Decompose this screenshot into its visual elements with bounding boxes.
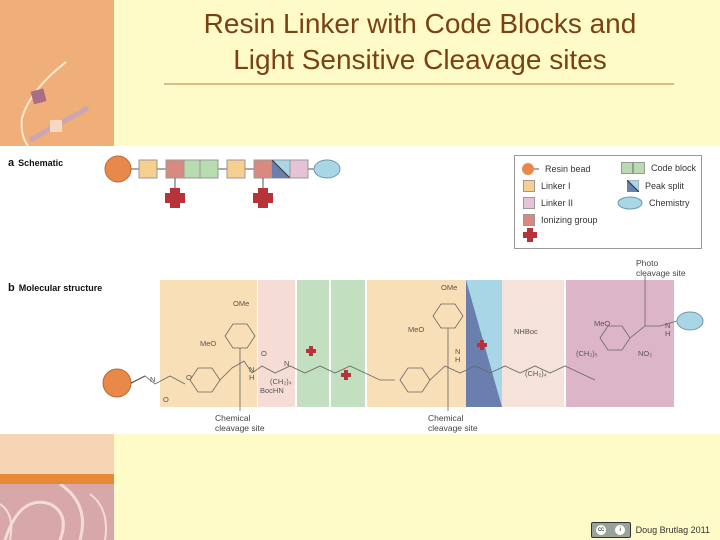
n-label: N xyxy=(150,375,155,384)
n-label: N xyxy=(665,321,670,330)
decorative-curve-icon xyxy=(20,61,90,147)
meo-label: MeO xyxy=(408,325,424,334)
linker-i-region xyxy=(160,280,257,407)
nhboc-label: NHBoc xyxy=(514,327,538,336)
h-label: H xyxy=(665,329,670,338)
linker-ii-region xyxy=(566,280,674,407)
chemical-cleavage-label: cleavage site xyxy=(215,423,265,433)
ionizing-cross-icon xyxy=(253,188,273,208)
resin-bead-icon xyxy=(522,163,539,175)
chemical-cleavage-label: Chemical xyxy=(428,413,464,423)
ionizing-region xyxy=(258,280,295,407)
meo-label: MeO xyxy=(200,339,216,348)
linker-i-swatch xyxy=(523,180,535,192)
ionizing-group-swatch xyxy=(523,214,535,226)
bochn-label: BocHN xyxy=(260,386,284,395)
n-label: N xyxy=(455,347,460,356)
linker-i-block xyxy=(138,159,158,179)
no2-label: NO₂ xyxy=(638,349,652,358)
legend-resin-bead: Resin bead xyxy=(521,162,591,176)
legend-chemistry: Chemistry xyxy=(617,196,690,210)
code-block xyxy=(199,159,219,179)
chemistry-ellipse xyxy=(676,311,704,331)
linker-i-block xyxy=(226,159,246,179)
slide-title: Resin Linker with Code Blocks and Light … xyxy=(160,6,680,78)
chemical-cleavage-label: cleavage site xyxy=(428,423,478,433)
photo-cleavage-label: Photo cleavage site xyxy=(636,258,686,278)
ch2-label: (CH₂)₄ xyxy=(525,369,547,378)
molecular-structure: OMe MeO N O O N H O (CH₂)₄ BocHN N OMe M… xyxy=(102,276,704,433)
n-label: N xyxy=(249,365,254,374)
linker-ii-swatch xyxy=(523,197,535,209)
legend-linker-ii: Linker II xyxy=(523,197,573,209)
chemical-cleavage-label: Chemical xyxy=(215,413,251,423)
title-divider xyxy=(164,83,674,85)
linker-ii-block xyxy=(289,159,309,179)
peak-split-block xyxy=(271,159,291,179)
resin-bead-icon xyxy=(104,155,132,183)
ch2-label: (CH₂)₄ xyxy=(270,377,292,386)
schematic-diagram xyxy=(104,155,341,208)
o-label: O xyxy=(261,349,267,358)
legend-code-block: Code block xyxy=(621,162,696,174)
meo-label: MeO xyxy=(594,319,610,328)
ionizing-group-block xyxy=(165,159,185,179)
ionizing-cross-icon xyxy=(165,188,185,208)
ionizing-group-block xyxy=(253,159,273,179)
o-label: O xyxy=(163,395,169,404)
legend-ionizing-group: Ionizing group xyxy=(523,214,598,226)
ionizing-marks xyxy=(306,340,487,380)
code-block xyxy=(183,159,201,179)
decorative-side-panel xyxy=(0,0,114,147)
resin-bead-icon xyxy=(102,368,132,398)
code-block-region xyxy=(297,280,329,407)
ionizing-region xyxy=(502,280,564,407)
legend: Resin bead Linker I Linker II Ionizing g… xyxy=(514,155,702,249)
title-line-2: Light Sensitive Cleavage sites xyxy=(233,44,607,75)
h-label: H xyxy=(455,355,460,364)
decorative-panel-light xyxy=(0,434,114,474)
ome-label: OMe xyxy=(233,299,249,308)
code-block-region xyxy=(331,280,365,407)
linker-i-region xyxy=(367,280,466,407)
legend-peak-split: Peak split xyxy=(627,180,684,192)
ionizing-cross-icon xyxy=(523,228,537,242)
ionizing-cross-icon xyxy=(306,346,316,356)
chemistry-ellipse xyxy=(617,196,643,210)
title-line-1: Resin Linker with Code Blocks and xyxy=(203,8,637,39)
code-block-swatch xyxy=(621,162,645,174)
h-label: H xyxy=(249,373,254,382)
peak-split-swatch xyxy=(627,180,639,192)
ionizing-cross-icon xyxy=(341,370,351,380)
legend-linker-i: Linker I xyxy=(523,180,571,192)
author-credit: Doug Brutlag 2011 xyxy=(635,525,710,535)
o-label: O xyxy=(186,373,192,382)
ch2-label: (CH₂)₅ xyxy=(576,349,598,358)
n-label: N xyxy=(284,359,289,368)
decorative-texture xyxy=(0,484,114,540)
ome-label: OMe xyxy=(441,283,457,292)
chemistry-ellipse xyxy=(313,159,341,179)
ionizing-cross-icon xyxy=(477,340,487,350)
decorative-band xyxy=(0,474,114,484)
